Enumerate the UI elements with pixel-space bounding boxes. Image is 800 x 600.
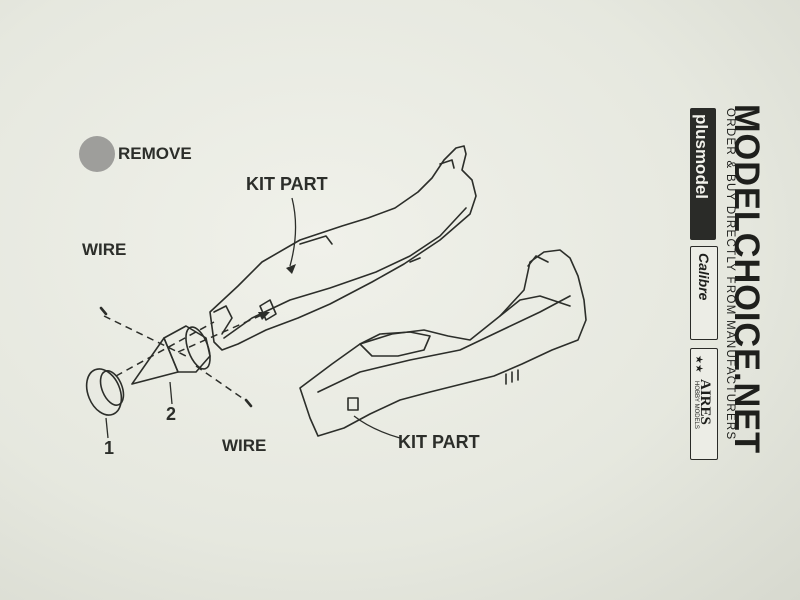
kit-part-upper-intake — [213, 305, 233, 335]
part-2-leader — [169, 381, 173, 405]
kit-part-bottom-leader — [353, 415, 401, 439]
site-tagline: ORDER & BUY DIRECTLY FROM MANUFACTURERS — [724, 108, 736, 441]
part-1-label: 1 — [104, 438, 115, 458]
kit-part-lower-outline — [299, 249, 587, 437]
calibre-logo-text: Calibre — [696, 253, 712, 301]
part-1-leader — [105, 417, 109, 439]
kit-part-top-leader — [289, 197, 297, 267]
plusmodel-logo: plusmodel — [690, 108, 716, 240]
remove-legend-label: REMOVE — [118, 144, 192, 163]
calibre-logo: Calibre — [690, 246, 718, 340]
kit-part-upper-outline — [209, 145, 477, 351]
kit-part-upper-canopy-line — [299, 235, 333, 245]
wire-piece-lower — [244, 398, 253, 408]
kit-part-top-label: KIT PART — [246, 174, 328, 194]
kit-part-lower-fin — [527, 255, 549, 267]
kit-part-lower-panel — [347, 397, 359, 411]
part-2-sleeve-rim — [185, 326, 211, 370]
wire-piece-upper — [99, 306, 108, 316]
plusmodel-logo-text: plusmodel — [692, 114, 711, 200]
assembly-line-wire-lower — [195, 365, 249, 403]
modelchoice-branding: plusmodel Calibre ★★ AIRES HOBBY MODELS … — [688, 98, 784, 496]
wire-bottom-label: WIRE — [222, 436, 267, 455]
part-2-label: 2 — [166, 404, 177, 424]
kit-part-lower-seam — [317, 295, 571, 393]
remove-legend-dot — [79, 136, 115, 172]
aires-logo-subtext: HOBBY MODELS — [693, 381, 699, 429]
wire-top-label: WIRE — [82, 240, 127, 259]
aires-star-icon: ★★ — [693, 355, 704, 373]
kit-part-bottom-label: KIT PART — [398, 432, 480, 452]
part-1-ring-outer — [85, 368, 123, 416]
assembly-arrowhead — [258, 312, 270, 320]
part-1-ring-inner — [99, 370, 125, 406]
aires-logo: ★★ AIRES HOBBY MODELS — [690, 348, 718, 460]
kit-part-lower-vents — [505, 369, 519, 385]
assembly-line-wire-upper — [103, 315, 187, 357]
kit-part-top-arrowhead — [286, 264, 296, 274]
kit-part-lower-spine — [499, 295, 571, 317]
kit-part-upper-detail — [409, 159, 455, 263]
assembly-line-to-fuselage — [177, 313, 265, 353]
kit-part-lower-canopy — [359, 331, 431, 357]
kit-part-upper-seam — [223, 207, 467, 339]
assembly-line-ring-to-cone — [115, 321, 215, 377]
